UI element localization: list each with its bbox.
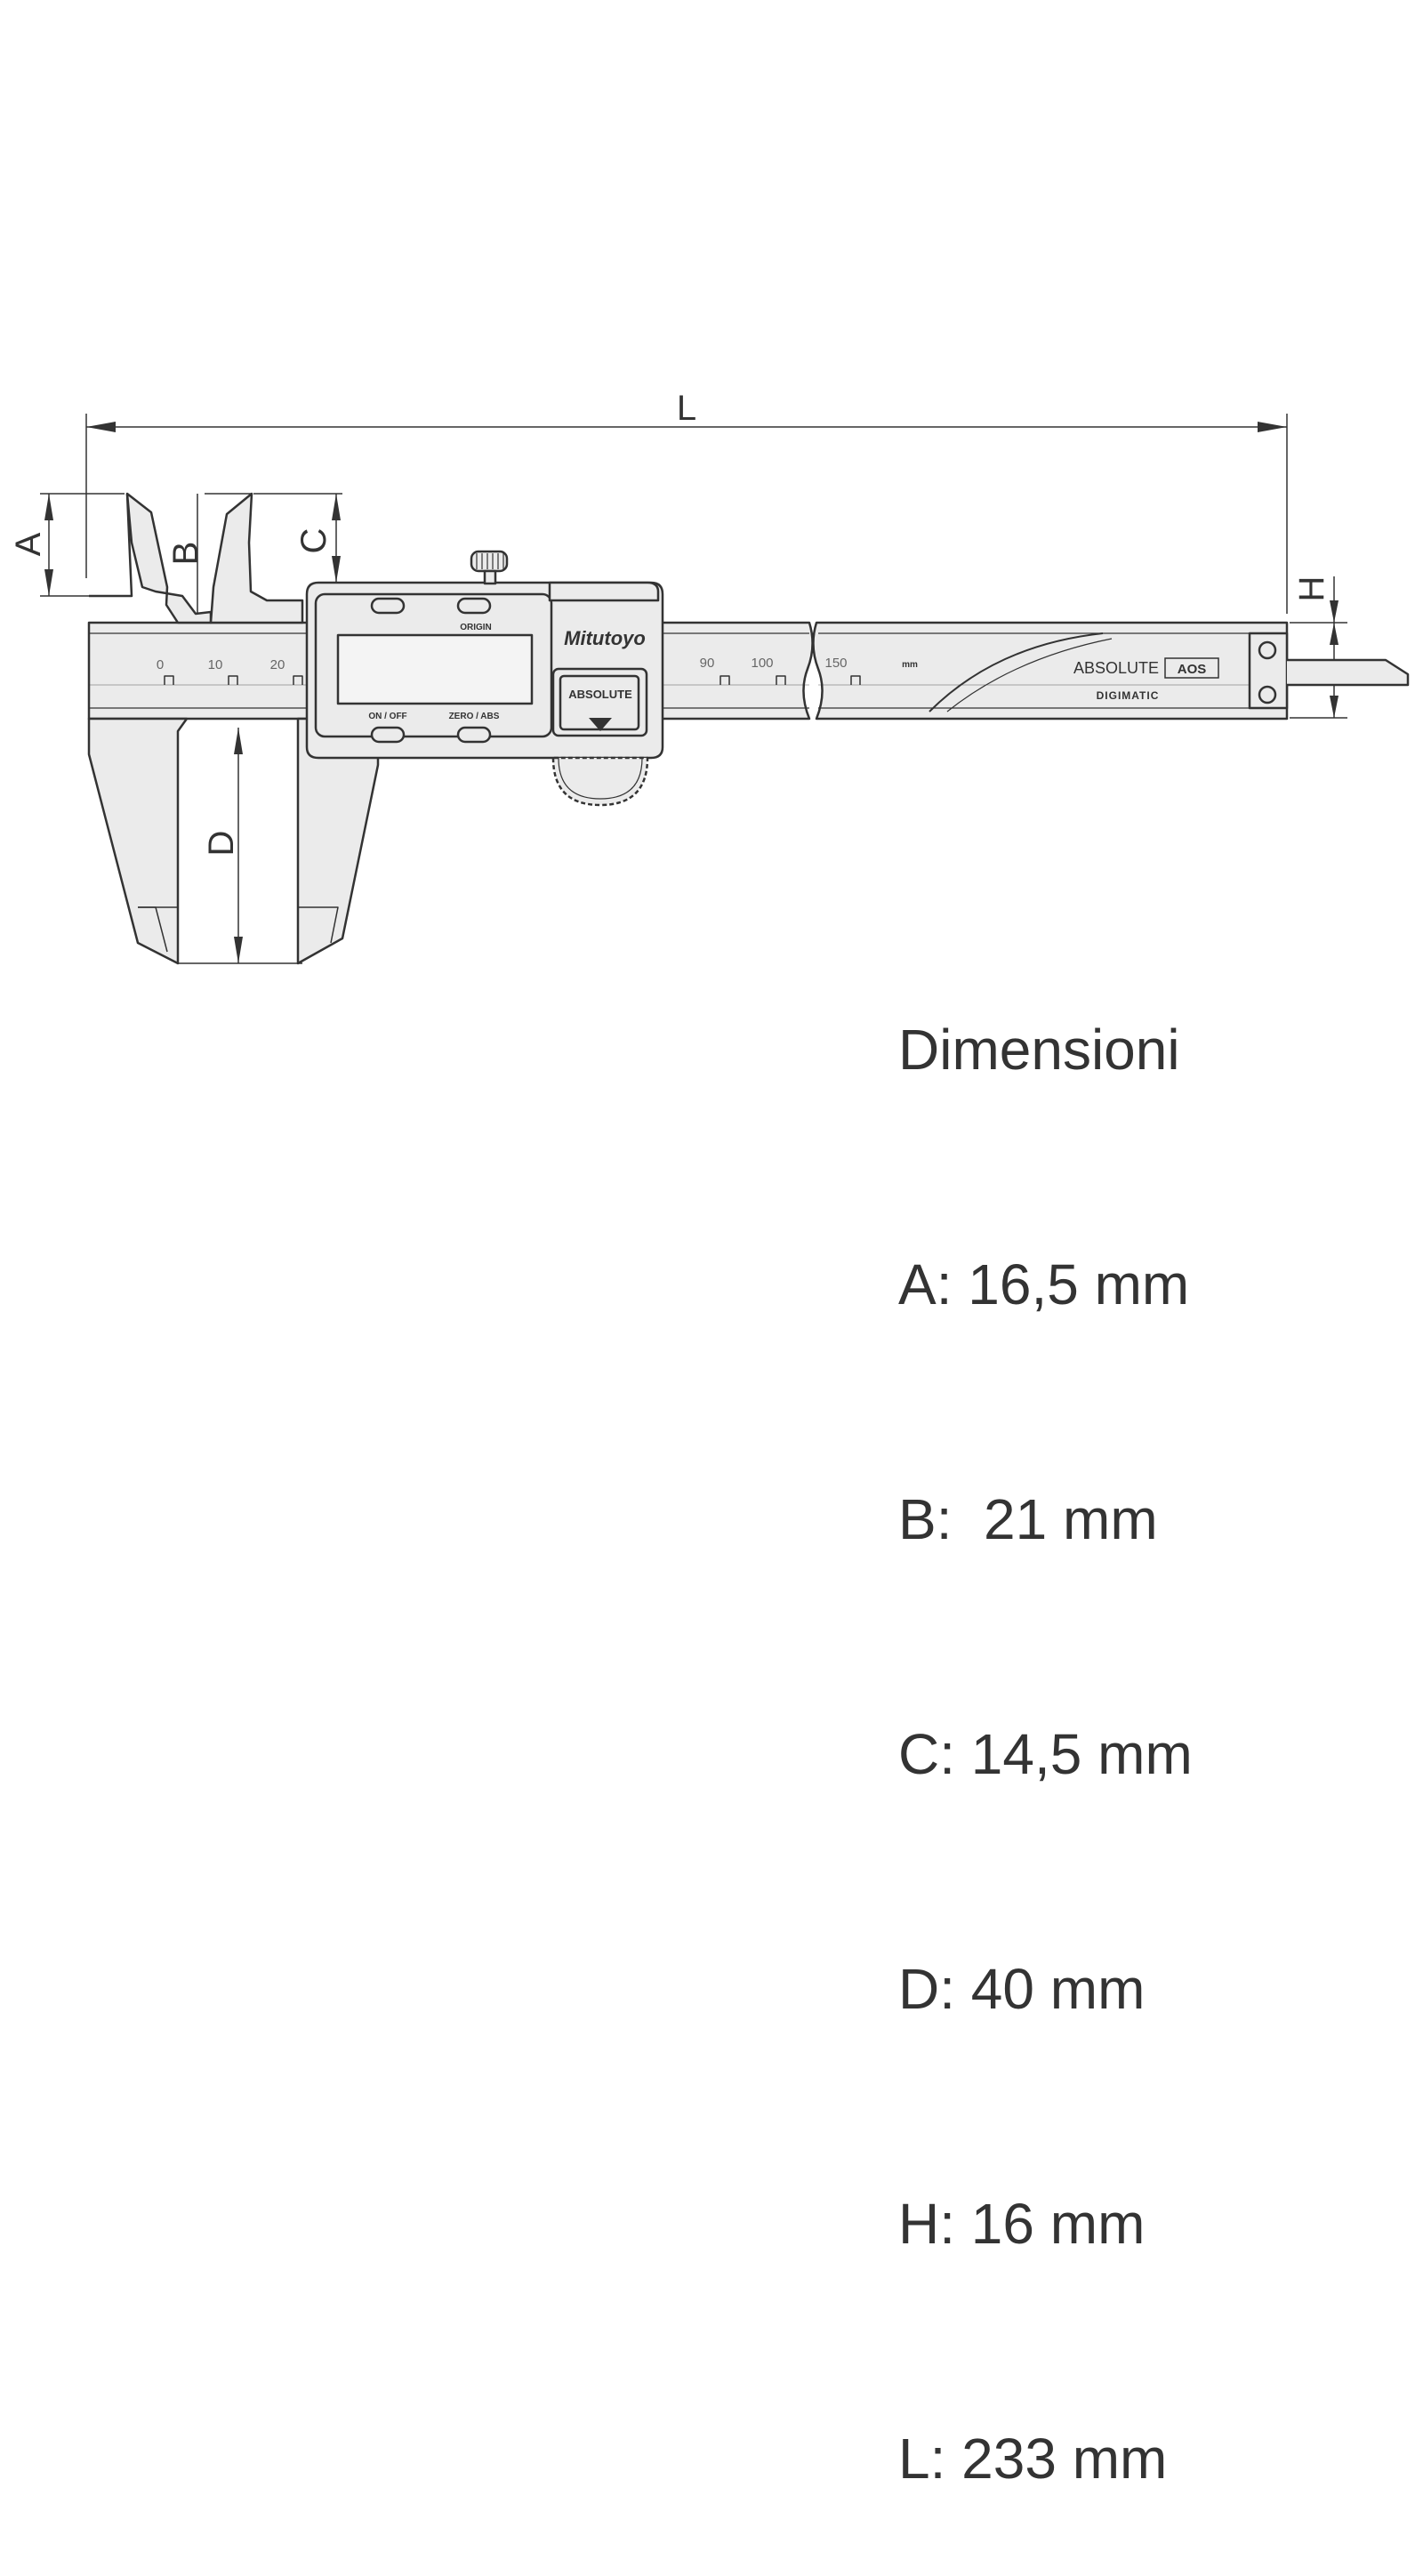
thumb-roller-icon xyxy=(551,756,649,807)
dimension-label-a: A xyxy=(9,532,48,556)
fixed-jaw xyxy=(87,492,213,965)
origin-label: ORIGIN xyxy=(460,623,492,632)
scale-number: 0 xyxy=(157,657,164,672)
dimension-label-l: L xyxy=(677,389,696,428)
beam-absolute-logo: ABSOLUTE xyxy=(1073,659,1159,677)
spec-item-d: D: 40 mm xyxy=(898,1957,1146,2021)
scale-number: 20 xyxy=(270,657,285,672)
lcd-screen xyxy=(336,633,534,705)
lock-screw-icon xyxy=(470,550,509,585)
button-top-left[interactable] xyxy=(370,597,406,615)
spec-heading: Dimensioni xyxy=(898,1018,1180,1082)
beam-unit-mark: mm xyxy=(902,660,918,670)
dimension-label-d: D xyxy=(202,831,241,857)
main-beam xyxy=(87,621,1410,720)
zero-abs-label: ZERO / ABS xyxy=(449,712,500,721)
dimension-label-h: H xyxy=(1292,576,1331,602)
dimensions-spec-list: Dimensioni A: 16,5 mm B: 21 mm C: 14,5 m… xyxy=(898,854,1193,2576)
slider-absolute-badge: ABSOLUTE xyxy=(568,688,632,701)
dimension-label-c: C xyxy=(294,528,334,554)
drawing-text: 0 10 20 90 100 150 mm Mitutoyo ORIGIN ON… xyxy=(157,623,1219,721)
dimension-h: H xyxy=(1290,576,1347,719)
dimension-label-b: B xyxy=(166,542,205,566)
brand-logo: Mitutoyo xyxy=(564,627,646,649)
dimension-b: B xyxy=(166,493,251,627)
dimension-d: D xyxy=(178,728,302,964)
spec-item-h: H: 16 mm xyxy=(898,2192,1146,2256)
on-off-label: ON / OFF xyxy=(368,712,406,721)
spec-item-a: A: 16,5 mm xyxy=(898,1252,1190,1316)
beam-aos-badge: AOS xyxy=(1178,662,1207,677)
beam-digimatic-logo: DIGIMATIC xyxy=(1097,689,1160,702)
zero-abs-button[interactable] xyxy=(456,726,492,744)
dimension-c: C xyxy=(253,493,342,583)
caliper-diagram: L A B C xyxy=(9,389,1410,965)
on-off-button[interactable] xyxy=(370,726,406,744)
scale-number: 90 xyxy=(700,656,715,671)
origin-button[interactable] xyxy=(456,597,492,615)
spec-item-c: C: 14,5 mm xyxy=(898,1722,1193,1786)
slider-body xyxy=(305,550,664,807)
scale-number: 150 xyxy=(824,656,847,671)
spec-item-b: B: 21 mm xyxy=(898,1487,1158,1551)
dimension-a: A xyxy=(9,493,125,597)
dimension-l: L xyxy=(85,389,1288,614)
scale-number: 100 xyxy=(751,656,773,671)
spec-item-l: L: 233 mm xyxy=(898,2427,1168,2491)
triangle-down-icon xyxy=(589,718,612,731)
scale-number: 10 xyxy=(208,657,223,672)
